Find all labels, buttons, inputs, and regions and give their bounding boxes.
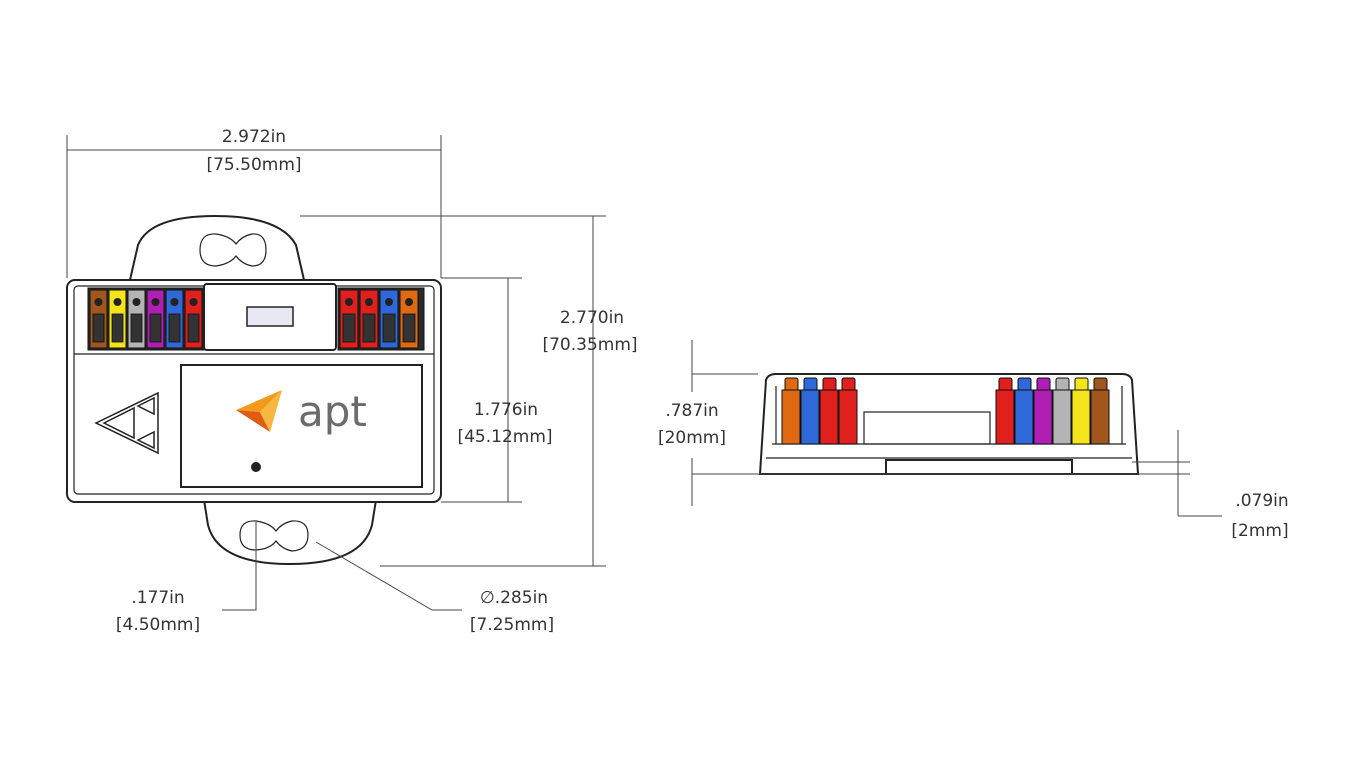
hole-diameter-metric: [7.25mm] — [470, 615, 554, 635]
connector-port — [94, 298, 103, 306]
bottom-keyhole-slot — [239, 520, 309, 552]
side-connector-blue — [800, 389, 820, 445]
connector-screw — [402, 313, 416, 343]
side-dimensions: .787in [20mm] .079in [2mm] — [658, 340, 1289, 541]
connector-port — [345, 298, 353, 306]
connector-screw — [382, 313, 396, 343]
connector-screw — [362, 313, 376, 343]
side-connector-blue — [1014, 389, 1034, 445]
indicator-window — [246, 306, 294, 327]
connector-screw — [130, 313, 143, 343]
connector-port — [132, 298, 141, 306]
connector-screw — [111, 313, 124, 343]
bottom-mounting-tab — [202, 499, 378, 566]
side-left-connectors — [781, 377, 858, 445]
side-connector-gray — [1052, 389, 1072, 445]
status-led — [251, 462, 261, 472]
side-connector-brown — [1090, 389, 1110, 445]
width-metric: [75.50mm] — [206, 155, 301, 175]
connector-screw — [149, 313, 162, 343]
connector-port — [365, 298, 373, 306]
body-height-imperial: 1.776in — [474, 400, 538, 420]
side-height-metric: [20mm] — [658, 428, 726, 448]
front-left-connectors — [89, 289, 203, 349]
hole-offset-metric: [4.50mm] — [116, 615, 200, 635]
front-right-connectors — [339, 289, 419, 349]
connector-port — [405, 298, 413, 306]
triangle-logo-icon — [94, 391, 159, 455]
height-metric: [70.35mm] — [542, 335, 637, 355]
top-mounting-tab — [128, 214, 306, 281]
connector-port — [151, 298, 160, 306]
side-connector-orange — [781, 389, 801, 445]
side-connector-red — [838, 389, 858, 445]
label-panel — [180, 364, 423, 488]
side-view — [758, 373, 1140, 475]
side-foot — [885, 459, 1073, 475]
hole-diameter-imperial: ∅.285in — [480, 588, 548, 608]
side-connector-red — [819, 389, 839, 445]
connector-port — [113, 298, 122, 306]
side-height-imperial: .787in — [665, 401, 718, 421]
apt-flame-logo-icon — [236, 390, 282, 432]
side-right-connectors — [995, 377, 1110, 445]
connector-port — [189, 298, 198, 306]
connector-screw — [187, 313, 200, 343]
side-center-recess — [863, 411, 991, 445]
brand-name: apt — [298, 387, 367, 436]
top-keyhole-slot — [199, 233, 267, 267]
body-height-metric: [45.12mm] — [457, 427, 552, 447]
width-imperial: 2.972in — [222, 127, 286, 147]
side-connector-yellow — [1071, 389, 1091, 445]
connector-port — [385, 298, 393, 306]
connector-screw — [342, 313, 356, 343]
connector-screw — [168, 313, 181, 343]
front-view: apt — [66, 214, 442, 566]
hole-offset-imperial: .177in — [131, 588, 184, 608]
foot-height-metric: [2mm] — [1231, 521, 1288, 541]
foot-height-imperial: .079in — [1235, 491, 1288, 511]
side-connector-purple — [1033, 389, 1053, 445]
connector-screw — [92, 313, 105, 343]
front-dimensions: 2.972in [75.50mm] 2.770in [70.35mm] 1.77… — [66, 127, 638, 635]
side-connector-red — [995, 389, 1015, 445]
connector-port — [170, 298, 179, 306]
height-imperial: 2.770in — [560, 308, 624, 328]
